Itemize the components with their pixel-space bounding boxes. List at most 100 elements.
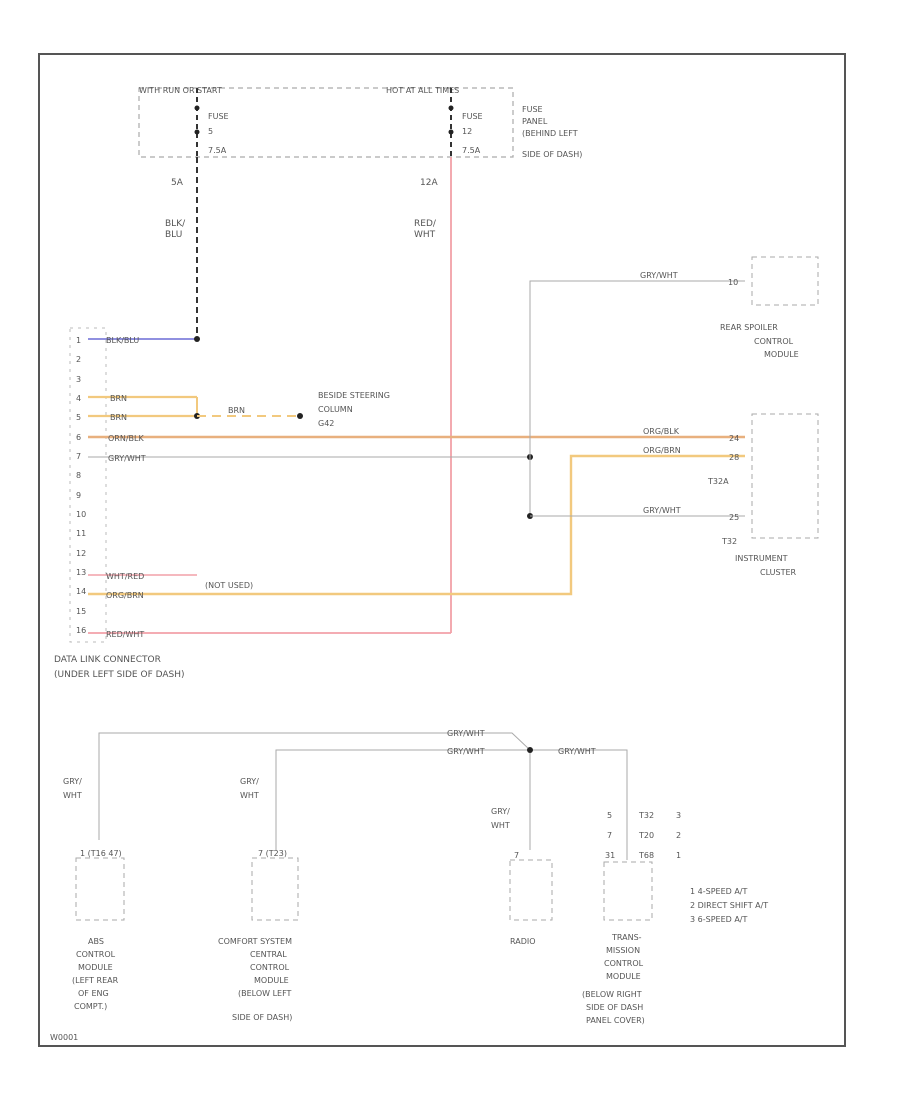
svg-text:7: 7 [607,831,612,840]
svg-text:12: 12 [76,549,86,558]
svg-text:GRY/WHT: GRY/WHT [558,747,596,756]
svg-text:WHT: WHT [63,791,82,800]
feed-wire-left: 5A BLK/ BLU [165,157,198,338]
svg-text:11: 11 [76,529,86,538]
svg-text:BRN: BRN [228,406,245,415]
svg-text:(NOT USED): (NOT USED) [205,581,253,590]
fuse-box: WITH RUN OR START HOT AT ALL TIMES FUSE … [138,86,582,159]
svg-text:2: 2 [676,831,681,840]
svg-text:2: 2 [76,355,81,364]
svg-text:12: 12 [462,127,472,136]
svg-text:9: 9 [76,491,81,500]
fuse-header-right: HOT AT ALL TIMES [386,86,459,95]
transmission-control-module: 5 7 31 T32 T20 T68 3 2 1 TRANS- MISSION … [582,811,681,1025]
svg-text:CONTROL: CONTROL [250,963,290,972]
svg-text:PANEL: PANEL [522,117,548,126]
svg-text:8: 8 [76,471,81,480]
svg-text:(BELOW RIGHT: (BELOW RIGHT [582,990,642,999]
svg-text:T32A: T32A [707,477,729,486]
svg-text:1: 1 [676,851,681,860]
svg-text:10: 10 [728,278,738,287]
svg-text:T32: T32 [638,811,654,820]
ground-g42: BRN BESIDE STEERING COLUMN G42 [197,391,390,428]
svg-text:BRN: BRN [110,394,127,403]
svg-text:SIDE OF DASH: SIDE OF DASH [586,1003,643,1012]
svg-text:1 (T16 47): 1 (T16 47) [80,849,122,858]
instrument-cluster: ORG/BLK 24 ORG/BRN 28 T32A GRY/WHT 25 T3… [643,413,819,577]
rear-spoiler-module: GRY/WHT 10 REAR SPOILER CONTROL MODULE [640,256,819,359]
svg-text:13: 13 [76,568,86,577]
svg-text:28: 28 [729,453,739,462]
dlc-pins: 1 2 3 4 5 6 7 8 9 10 11 12 13 14 15 16 [76,336,86,635]
svg-text:GRY/WHT: GRY/WHT [643,506,681,515]
svg-text:CONTROL: CONTROL [754,337,794,346]
svg-text:GRY/WHT: GRY/WHT [447,747,485,756]
svg-text:MODULE: MODULE [606,972,641,981]
comfort-system-module: GRY/ WHT 7 (T23) COMFORT SYSTEM CENTRAL … [218,777,299,1022]
svg-text:FUSE: FUSE [208,112,229,121]
svg-text:PANEL COVER): PANEL COVER) [586,1016,645,1025]
svg-text:FUSE: FUSE [522,105,543,114]
svg-text:SIDE OF DASH): SIDE OF DASH) [232,1013,292,1022]
svg-text:1 4-SPEED A/T: 1 4-SPEED A/T [690,887,747,896]
svg-text:25: 25 [729,513,739,522]
svg-text:7: 7 [76,452,81,461]
svg-text:RED/: RED/ [414,219,437,229]
wire-pin14-org-brn: ORG/BRN [88,454,745,600]
svg-text:14: 14 [76,587,86,596]
dlc-label: DATA LINK CONNECTOR [54,655,161,665]
svg-text:MODULE: MODULE [254,976,289,985]
diagram-border [38,53,846,1047]
svg-text:GRY/WHT: GRY/WHT [108,454,146,463]
wire-pin13-wht-red: WHT/RED (NOT USED) [88,572,253,590]
svg-text:16: 16 [76,626,86,635]
transmission-legend: 1 4-SPEED A/T 2 DIRECT SHIFT A/T 3 6-SPE… [690,887,768,924]
svg-text:7 (T23): 7 (T23) [258,849,287,858]
svg-text:WHT/RED: WHT/RED [106,572,144,581]
svg-text:1: 1 [76,336,81,345]
svg-text:5: 5 [76,413,81,422]
svg-text:MODULE: MODULE [78,963,113,972]
svg-text:6: 6 [76,433,81,442]
svg-text:7.5A: 7.5A [208,146,227,155]
svg-text:ABS: ABS [88,937,104,946]
wire-gry-wht-riser [527,280,745,519]
svg-text:BRN: BRN [110,413,127,422]
svg-text:GRY/: GRY/ [240,777,259,786]
abs-control-module: GRY/ WHT 1 (T16 47) ABS CONTROL MODULE (… [63,777,125,1011]
svg-text:WHT: WHT [414,230,436,240]
svg-text:24: 24 [729,434,739,443]
svg-text:31: 31 [605,851,615,860]
svg-text:INSTRUMENT: INSTRUMENT [735,554,788,563]
svg-text:3: 3 [76,375,81,384]
svg-text:T20: T20 [638,831,654,840]
svg-text:4: 4 [76,394,81,403]
svg-text:15: 15 [76,607,86,616]
svg-text:5: 5 [208,127,213,136]
svg-text:BESIDE STEERING: BESIDE STEERING [318,391,390,400]
svg-text:GRY/WHT: GRY/WHT [640,271,678,280]
wire-pin4-brn: BRN [88,394,197,403]
wire-pin5-brn: BRN [88,397,200,422]
fuse-12: FUSE 12 7.5A [448,88,483,157]
fuse-panel-label: FUSE PANEL (BEHIND LEFT SIDE OF DASH) [522,105,582,159]
wire-pin1-blk-blu: BLK/BLU [88,336,200,345]
svg-text:CENTRAL: CENTRAL [250,950,287,959]
svg-text:TRANS-: TRANS- [611,933,642,942]
svg-text:2 DIRECT SHIFT A/T: 2 DIRECT SHIFT A/T [690,901,768,910]
svg-text:T32: T32 [721,537,737,546]
svg-text:12A: 12A [420,178,438,188]
svg-text:3: 3 [676,811,681,820]
feed-wire-right: 12A RED/ WHT [414,157,452,633]
svg-text:CONTROL: CONTROL [604,959,644,968]
svg-text:ORG/BLK: ORG/BLK [643,427,680,436]
svg-text:GRY/: GRY/ [63,777,82,786]
svg-text:7.5A: 7.5A [462,146,481,155]
svg-text:BLK/: BLK/ [165,219,186,229]
diagram-id: W0001 [50,1033,78,1042]
svg-text:FUSE: FUSE [462,112,483,121]
wire-pin6-orn-blk: ORN/BLK [88,434,745,443]
svg-text:ORN/BLK: ORN/BLK [108,434,144,443]
wire-pin7-gry-wht: GRY/WHT [88,454,533,463]
